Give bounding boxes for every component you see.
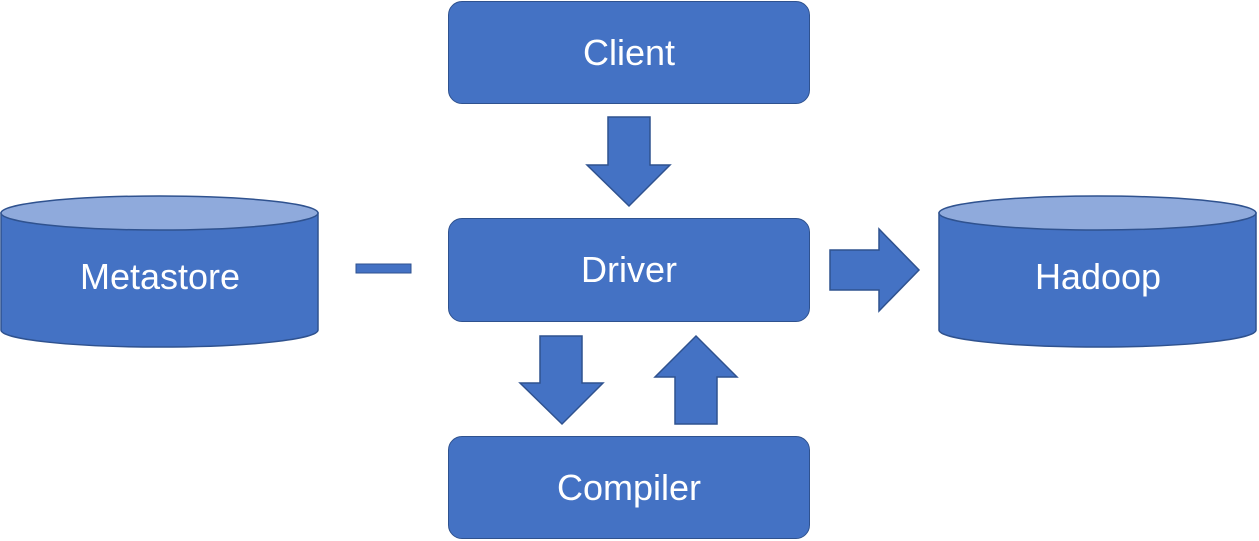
client-label: Client xyxy=(582,31,676,73)
arrow-compiler-to-driver xyxy=(653,334,739,425)
hadoop-cylinder xyxy=(938,195,1257,348)
driver-node: Driver xyxy=(448,218,810,322)
metastore-label: Metastore xyxy=(79,256,241,297)
client-node: Client xyxy=(448,1,810,104)
compiler-node: Compiler xyxy=(448,436,810,539)
arrow-driver-to-hadoop xyxy=(829,227,921,313)
hadoop-label: Hadoop xyxy=(1034,256,1162,297)
metastore-driver-connector xyxy=(355,263,412,274)
arrow-client-to-driver xyxy=(585,116,672,208)
driver-label: Driver xyxy=(581,249,677,290)
arrow-driver-to-compiler xyxy=(518,335,605,426)
metastore-cylinder xyxy=(0,195,319,348)
compiler-label: Compiler xyxy=(556,466,702,508)
